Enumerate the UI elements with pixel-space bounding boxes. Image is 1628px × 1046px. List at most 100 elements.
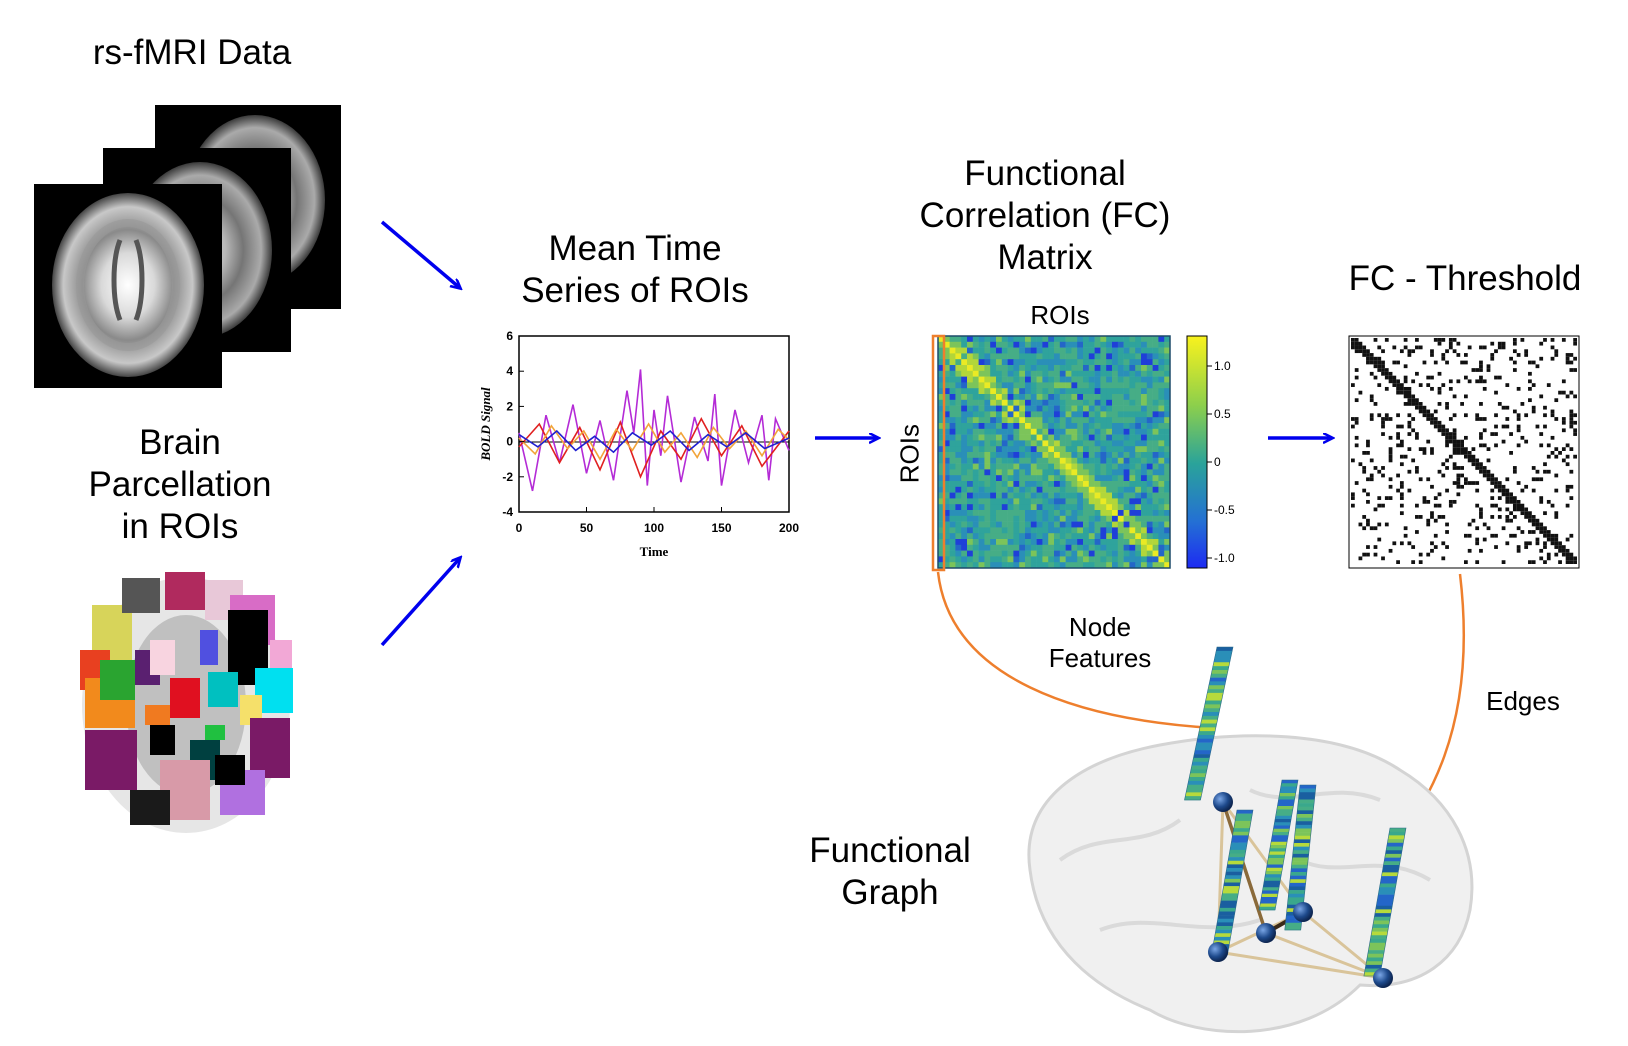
fc-cell: [1112, 370, 1119, 377]
fc-cell: [1025, 515, 1032, 522]
fc-cell: [938, 527, 945, 534]
threshold-cell: [1535, 526, 1540, 531]
fc-cell: [990, 562, 997, 569]
arrow-node-features: [936, 571, 1215, 734]
fc-cell: [1146, 452, 1153, 459]
fc-cell: [961, 428, 968, 435]
fc-cell: [1129, 382, 1136, 389]
threshold-cell: [1467, 379, 1472, 384]
fc-cell: [978, 423, 985, 430]
fc-matrix-line-1: Functional: [964, 154, 1126, 193]
feature-stripe: [1231, 835, 1249, 840]
fc-cell: [1071, 527, 1078, 534]
feature-stripe: [1281, 780, 1298, 784]
threshold-cell: [1501, 560, 1506, 564]
fc-cell: [1094, 521, 1101, 528]
fc-cell: [949, 359, 956, 366]
fc-cell: [1054, 504, 1061, 511]
threshold-cell: [1505, 507, 1510, 512]
fc-cell: [1112, 347, 1119, 354]
threshold-cell: [1396, 386, 1400, 391]
fc-cell: [996, 492, 1003, 499]
fc-cell: [1059, 376, 1066, 383]
fc-cell: [1123, 347, 1130, 354]
fc-cell: [1071, 463, 1078, 470]
fc-cell: [967, 550, 974, 557]
fc-cell: [1054, 370, 1061, 377]
fc-cell: [955, 399, 962, 406]
fc-cell: [961, 521, 968, 528]
fc-cell: [972, 521, 979, 528]
colorbar-gradient: [1186, 335, 1208, 569]
threshold-cell: [1528, 530, 1532, 534]
feature-stripe: [1386, 842, 1404, 847]
fc-cell: [1106, 417, 1113, 424]
threshold-cell: [1399, 484, 1404, 489]
fc-cell: [1019, 498, 1026, 505]
fc-cell: [1065, 498, 1072, 505]
fc-cell: [1036, 452, 1043, 459]
threshold-cell: [1422, 413, 1427, 418]
threshold-cell: [1407, 394, 1412, 399]
threshold-cell: [1520, 338, 1525, 342]
fc-cell: [967, 469, 974, 476]
threshold-cell: [1505, 499, 1510, 504]
threshold-cell: [1422, 409, 1427, 414]
fc-cell: [943, 336, 950, 343]
fc-cell: [1030, 510, 1037, 517]
threshold-cell: [1546, 556, 1551, 561]
feature-stripe: [1299, 785, 1316, 789]
fc-cell: [1013, 423, 1020, 430]
fc-cell: [1013, 428, 1020, 435]
fc-cell: [1065, 469, 1072, 476]
threshold-cell: [1437, 503, 1442, 508]
fc-cell: [1141, 475, 1148, 482]
fc-cell: [1048, 452, 1055, 459]
fc-cell: [1152, 527, 1159, 534]
fc-cell: [1112, 469, 1119, 476]
fc-cell: [984, 544, 991, 551]
fc-cell: [961, 475, 968, 482]
threshold-cell: [1565, 454, 1570, 459]
fc-cell: [967, 510, 974, 517]
fc-cell: [1025, 353, 1032, 360]
graph-node: [1293, 902, 1313, 922]
fc-cell: [949, 382, 956, 389]
fc-cell: [978, 394, 985, 401]
fc-cell: [1135, 481, 1142, 488]
fc-cell: [1129, 394, 1136, 401]
fc-cell: [1054, 481, 1061, 488]
fc-cell: [972, 504, 979, 511]
fc-cell: [1071, 486, 1078, 493]
fc-cell: [961, 370, 968, 377]
fc-cell: [938, 434, 945, 441]
threshold-cell: [1426, 499, 1431, 504]
fc-cell: [943, 510, 950, 517]
functional-graph-line-1: Functional: [809, 831, 971, 870]
fc-cell: [1007, 353, 1014, 360]
fc-cell: [967, 556, 974, 563]
threshold-cell: [1550, 338, 1555, 342]
threshold-cell: [1475, 458, 1480, 463]
fc-cell: [978, 428, 985, 435]
fc-cell: [1071, 544, 1078, 551]
fc-cell: [967, 388, 974, 395]
fc-cell: [1158, 434, 1165, 441]
fc-cell: [1059, 405, 1066, 412]
fc-cell: [1129, 446, 1136, 453]
fc-cell: [938, 533, 945, 540]
fc-cell: [1146, 365, 1153, 372]
threshold-cell: [1512, 499, 1517, 504]
fc-cell: [1042, 359, 1049, 366]
fc-cell: [978, 521, 985, 528]
fc-cell: [1065, 521, 1072, 528]
threshold-cell: [1351, 383, 1355, 387]
threshold-cell: [1573, 338, 1577, 342]
threshold-cell: [1512, 341, 1517, 346]
fc-cell: [1048, 382, 1055, 389]
fc-cell: [949, 550, 956, 557]
threshold-cell: [1403, 338, 1408, 342]
feature-stripe: [1372, 924, 1390, 929]
fc-cell: [1025, 481, 1032, 488]
fc-cell: [1094, 382, 1101, 389]
